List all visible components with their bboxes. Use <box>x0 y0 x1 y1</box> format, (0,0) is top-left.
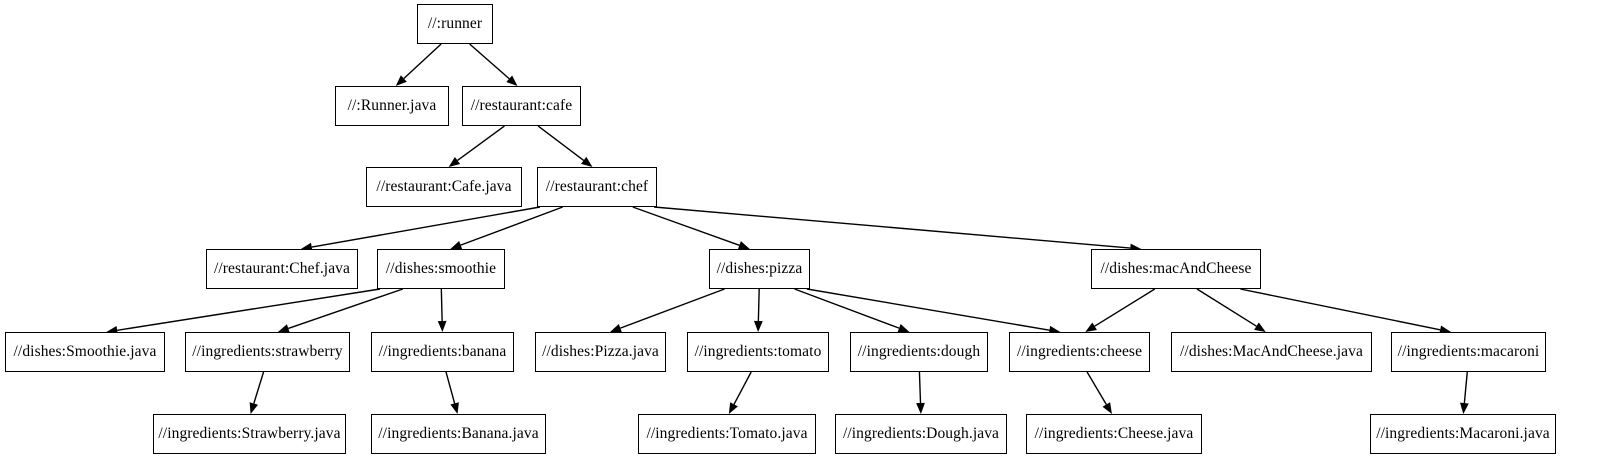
graph-node-dough-java[interactable]: //ingredients:Dough.java <box>835 414 1007 454</box>
arrowhead-icon <box>1459 402 1469 414</box>
graph-node-ing-dough[interactable]: //ingredients:dough <box>850 332 988 372</box>
arrowhead-icon <box>916 402 925 414</box>
graph-edge-restaurant-cafe-to-cafe-java <box>448 125 505 167</box>
graph-node-label: //restaurant:cafe <box>470 97 573 115</box>
graph-node-label: //ingredients:strawberry <box>192 343 343 361</box>
graph-node-label: //:Runner.java <box>347 97 437 115</box>
graph-node-chef-java[interactable]: //restaurant:Chef.java <box>206 249 358 289</box>
graph-node-banana-java[interactable]: //ingredients:Banana.java <box>371 414 546 454</box>
graph-node-dishes-smoothie[interactable]: //dishes:smoothie <box>377 249 505 289</box>
graph-node-ing-strawberry[interactable]: //ingredients:strawberry <box>185 332 350 372</box>
arrowhead-icon <box>753 320 763 332</box>
graph-edge-runner-to-restaurant-cafe <box>469 43 518 86</box>
graph-node-cheese-java[interactable]: //ingredients:Cheese.java <box>1026 414 1202 454</box>
graph-edge-restaurant-chef-to-dishes-mac <box>653 206 1142 253</box>
graph-node-label: //ingredients:dough <box>857 343 981 361</box>
graph-node-mac-java[interactable]: //dishes:MacAndCheese.java <box>1171 332 1372 372</box>
graph-edge-ing-tomato-to-tomato-java <box>728 371 752 414</box>
graph-node-label: //ingredients:Banana.java <box>378 425 539 443</box>
graph-node-label: //dishes:Smoothie.java <box>13 343 157 361</box>
graph-edge-ing-macaroni-to-macaroni-java <box>1459 371 1469 414</box>
graph-node-label: //ingredients:banana <box>378 343 507 361</box>
graph-node-pizza-java[interactable]: //dishes:Pizza.java <box>535 332 666 372</box>
graph-edge-dishes-smoothie-to-smoothie-java <box>106 288 381 335</box>
arrowhead-icon <box>1085 322 1097 332</box>
arrowhead-icon <box>610 324 622 333</box>
graph-node-label: //ingredients:macaroni <box>1397 343 1540 361</box>
graph-node-strawberry-java[interactable]: //ingredients:Strawberry.java <box>153 414 346 454</box>
arrowhead-icon <box>1102 402 1112 414</box>
graph-node-runner[interactable]: //:runner <box>417 4 493 44</box>
arrowhead-icon <box>450 241 463 250</box>
graph-node-label: //dishes:pizza <box>716 260 803 278</box>
arrowhead-icon <box>277 324 290 333</box>
arrowhead-icon <box>437 320 447 332</box>
graph-node-ing-tomato[interactable]: //ingredients:tomato <box>687 332 829 372</box>
graph-node-label: //ingredients:Tomato.java <box>646 425 808 443</box>
arrowhead-icon <box>1254 322 1266 332</box>
arrowhead-icon <box>249 402 259 414</box>
graph-node-macaroni-java[interactable]: //ingredients:Macaroni.java <box>1370 414 1556 454</box>
graph-edge-dishes-mac-to-ing-cheese <box>1085 288 1156 332</box>
graph-node-label: //dishes:Pizza.java <box>542 343 659 361</box>
graph-node-ing-macaroni[interactable]: //ingredients:macaroni <box>1391 332 1546 372</box>
graph-node-ing-cheese[interactable]: //ingredients:cheese <box>1009 332 1150 372</box>
arrowhead-icon <box>506 75 518 86</box>
graph-node-restaurant-cafe[interactable]: //restaurant:cafe <box>462 86 581 126</box>
graph-node-label: //ingredients:tomato <box>694 343 822 361</box>
graph-edge-runner-to-runner-java <box>395 43 442 86</box>
graph-edge-dishes-pizza-to-pizza-java <box>610 288 725 333</box>
graph-node-label: //ingredients:Dough.java <box>842 425 1000 443</box>
arrowhead-icon <box>450 402 459 414</box>
graph-edge-ing-dough-to-dough-java <box>916 371 925 414</box>
arrowhead-icon <box>581 156 593 167</box>
graph-edge-dishes-smoothie-to-ing-strawberry <box>277 288 404 333</box>
graph-edge-restaurant-cafe-to-restaurant-chef <box>537 125 593 167</box>
arrowhead-icon <box>897 324 910 333</box>
graph-edge-dishes-pizza-to-ing-cheese <box>806 288 1061 335</box>
graph-node-label: //restaurant:chef <box>545 178 649 196</box>
graph-node-label: //restaurant:Chef.java <box>213 260 351 278</box>
graph-node-ing-banana[interactable]: //ingredients:banana <box>371 332 514 372</box>
arrowhead-icon <box>1439 325 1451 335</box>
graph-edge-ing-cheese-to-cheese-java <box>1086 371 1112 414</box>
graph-node-label: //ingredients:Macaroni.java <box>1376 425 1550 443</box>
graph-node-label: //dishes:MacAndCheese.java <box>1180 343 1363 361</box>
graph-node-smoothie-java[interactable]: //dishes:Smoothie.java <box>5 332 165 372</box>
graph-edge-dishes-pizza-to-ing-dough <box>794 288 910 333</box>
graph-edge-restaurant-chef-to-dishes-pizza <box>632 206 750 250</box>
graph-node-dishes-mac[interactable]: //dishes:macAndCheese <box>1091 249 1261 289</box>
graph-edge-ing-strawberry-to-strawberry-java <box>249 371 265 414</box>
graph-node-label: //ingredients:Strawberry.java <box>158 425 341 443</box>
graph-node-label: //dishes:macAndCheese <box>1100 260 1252 278</box>
graph-edge-ing-banana-to-banana-java <box>445 371 459 414</box>
graph-node-runner-java[interactable]: //:Runner.java <box>335 86 449 126</box>
graph-node-label: //dishes:smoothie <box>385 260 497 278</box>
graph-edge-dishes-mac-to-ing-macaroni <box>1240 288 1451 335</box>
graph-edge-restaurant-chef-to-dishes-smoothie <box>450 206 563 250</box>
graph-node-cafe-java[interactable]: //restaurant:Cafe.java <box>366 167 522 207</box>
graph-node-label: //restaurant:Cafe.java <box>376 178 512 196</box>
graph-node-dishes-pizza[interactable]: //dishes:pizza <box>709 249 810 289</box>
graph-node-tomato-java[interactable]: //ingredients:Tomato.java <box>638 414 816 454</box>
arrowhead-icon <box>448 156 461 167</box>
graph-edge-dishes-mac-to-mac-java <box>1196 288 1266 332</box>
graph-node-restaurant-chef[interactable]: //restaurant:chef <box>537 167 657 207</box>
graph-node-label: //:runner <box>427 15 483 33</box>
arrowhead-icon <box>395 75 407 86</box>
graph-node-label: //ingredients:cheese <box>1016 343 1143 361</box>
graph-node-label: //ingredients:Cheese.java <box>1034 425 1194 443</box>
graph-edge-dishes-pizza-to-ing-tomato <box>753 288 763 332</box>
graph-edge-dishes-smoothie-to-ing-banana <box>437 288 447 332</box>
arrowhead-icon <box>737 241 750 250</box>
arrowhead-icon <box>728 402 738 414</box>
